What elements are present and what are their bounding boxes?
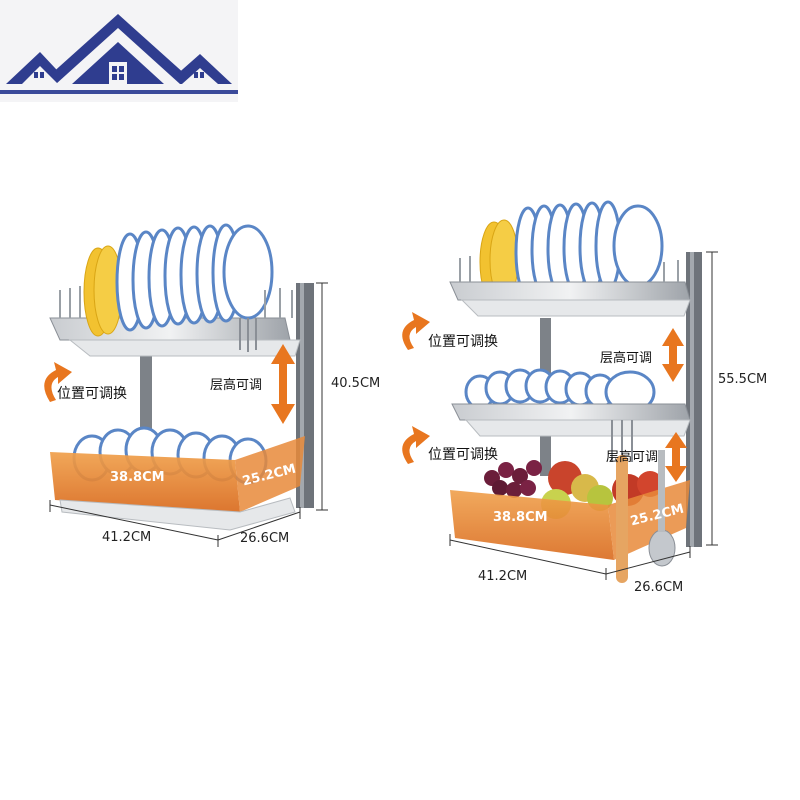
left-layer-note: 层高可调 <box>210 378 263 393</box>
right-layer-arrow-top-icon <box>662 328 684 382</box>
right-rack <box>402 200 718 583</box>
left-center-post <box>140 345 152 435</box>
left-position-note: 位置可调换 <box>57 386 127 402</box>
right-swap-arrow-bottom-icon <box>402 426 430 464</box>
right-fruit-basket <box>450 450 690 583</box>
right-position-note-top: 位置可调换 <box>428 334 498 350</box>
right-inner-width-label: 38.8CM <box>493 510 548 525</box>
left-rack <box>44 223 328 547</box>
right-position-note-bottom: 位置可调换 <box>428 447 498 463</box>
right-swap-arrow-top-icon <box>402 312 430 350</box>
house-logo-icon <box>0 14 238 94</box>
right-height-label: 55.5CM <box>718 372 768 387</box>
left-dimension-lines <box>49 282 328 547</box>
left-inner-width-label: 38.8CM <box>110 470 165 485</box>
wooden-spatula <box>616 455 628 583</box>
left-blue-plates <box>115 223 274 332</box>
right-dimension-lines <box>449 251 718 580</box>
left-bottom-basket <box>50 426 305 531</box>
left-depth-label: 26.6CM <box>240 531 290 546</box>
right-width-label: 41.2CM <box>478 569 528 584</box>
right-layer-note-top: 层高可调 <box>600 351 653 366</box>
left-height-label: 40.5CM <box>331 376 381 391</box>
right-layer-arrow-bottom-icon <box>665 432 687 482</box>
left-width-label: 41.2CM <box>102 530 152 545</box>
right-middle-bowls <box>464 368 656 414</box>
brand-logo <box>0 0 238 102</box>
left-swap-arrow-icon <box>44 362 72 402</box>
ladle <box>648 529 676 567</box>
right-top-plates <box>479 200 664 303</box>
right-depth-label: 26.6CM <box>634 580 684 595</box>
right-layer-note-bottom: 层高可调 <box>606 450 659 465</box>
left-layer-arrow-icon <box>271 344 295 424</box>
